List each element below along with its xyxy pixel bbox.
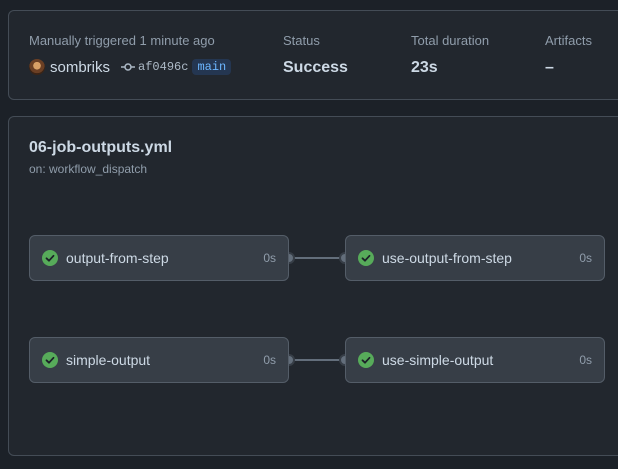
job-output-from-step[interactable]: output-from-step 0s bbox=[29, 235, 289, 281]
artifacts-value: – bbox=[545, 59, 554, 76]
status-column: Status Success bbox=[283, 33, 348, 78]
workflow-graph-card: 06-job-outputs.yml on: workflow_dispatch… bbox=[8, 116, 618, 456]
status-label: Status bbox=[283, 33, 320, 48]
job-use-output-from-step[interactable]: use-output-from-step 0s bbox=[345, 235, 605, 281]
job-name: simple-output bbox=[66, 352, 151, 368]
job-duration: 0s bbox=[263, 251, 276, 265]
git-commit-icon bbox=[121, 63, 136, 71]
artifacts-column: Artifacts – bbox=[545, 33, 592, 78]
duration-column: Total duration 23s bbox=[411, 33, 489, 78]
status-value: Success bbox=[283, 59, 348, 76]
run-summary-card: Manually triggered 1 minute ago sombriks… bbox=[8, 10, 618, 100]
job-duration: 0s bbox=[579, 251, 592, 265]
job-name: use-simple-output bbox=[382, 352, 494, 368]
job-simple-output[interactable]: simple-output 0s bbox=[29, 337, 289, 383]
avatar[interactable] bbox=[29, 59, 45, 75]
artifacts-label: Artifacts bbox=[545, 33, 592, 48]
trigger-text: Manually triggered 1 minute ago bbox=[29, 33, 215, 48]
job-use-simple-output[interactable]: use-simple-output 0s bbox=[345, 337, 605, 383]
workflow-title[interactable]: 06-job-outputs.yml bbox=[29, 139, 173, 156]
job-name: output-from-step bbox=[66, 250, 169, 266]
success-check-icon bbox=[42, 250, 58, 266]
connector-2 bbox=[283, 354, 351, 366]
job-duration: 0s bbox=[579, 353, 592, 367]
branch-badge[interactable]: main bbox=[192, 59, 232, 75]
job-name: use-output-from-step bbox=[382, 250, 512, 266]
trigger-details: sombriks af0496c main bbox=[29, 57, 232, 77]
duration-label: Total duration bbox=[411, 33, 490, 48]
actor-link[interactable]: sombriks bbox=[50, 58, 111, 76]
job-connectors bbox=[283, 252, 351, 366]
success-check-icon bbox=[42, 352, 58, 368]
duration-value: 23s bbox=[411, 59, 438, 76]
trigger-column: Manually triggered 1 minute ago sombriks… bbox=[29, 33, 232, 77]
connector-1 bbox=[283, 252, 351, 264]
commit-sha-link[interactable]: af0496c bbox=[138, 60, 189, 74]
workflow-trigger: on: workflow_dispatch bbox=[29, 162, 148, 176]
success-check-icon bbox=[358, 250, 374, 266]
success-check-icon bbox=[358, 352, 374, 368]
job-duration: 0s bbox=[263, 353, 276, 367]
